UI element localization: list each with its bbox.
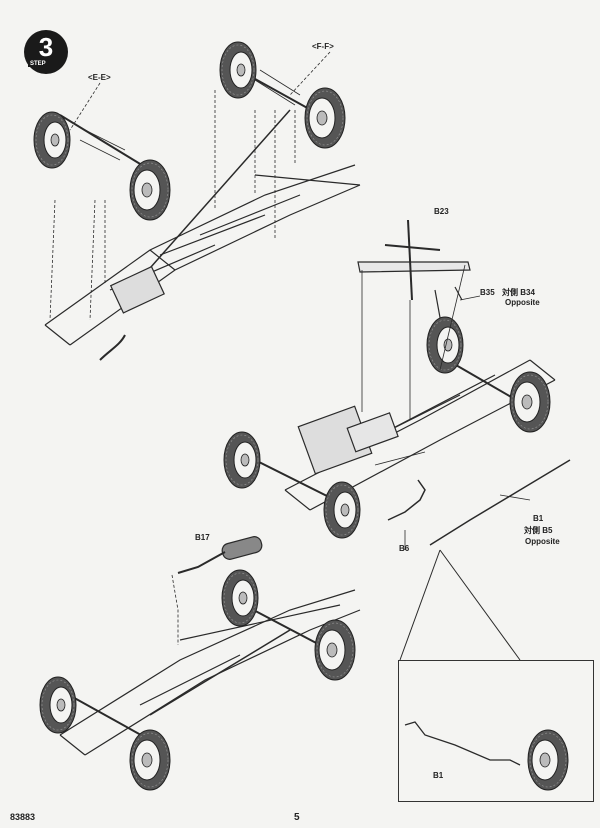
label-inset-b1: B1: [433, 771, 444, 780]
label-b17: B17: [195, 533, 210, 542]
label-b34-opposite: Opposite: [505, 298, 540, 307]
page-number: 5: [294, 812, 300, 823]
label-ee: <E-E>: [88, 73, 111, 82]
label-b35: B35: [480, 288, 495, 297]
product-code: 83883: [10, 812, 36, 822]
inset-detail: [399, 549, 521, 766]
step-number: 3: [38, 32, 54, 62]
label-b1: B1: [533, 514, 544, 523]
middle-chassis: [244, 219, 571, 546]
label-b5: 対側 B5: [524, 526, 553, 535]
label-b23: B23: [434, 207, 449, 216]
top-chassis: [44, 64, 361, 361]
label-b6: B6: [399, 544, 410, 553]
label-b34: 対側 B34: [502, 288, 535, 297]
label-b5-opposite: Opposite: [525, 537, 560, 546]
step-badge: 3 STEP: [24, 30, 68, 74]
label-ff: <F-F>: [312, 42, 334, 51]
step-word: STEP: [28, 61, 48, 67]
inset-frame: [398, 660, 594, 802]
